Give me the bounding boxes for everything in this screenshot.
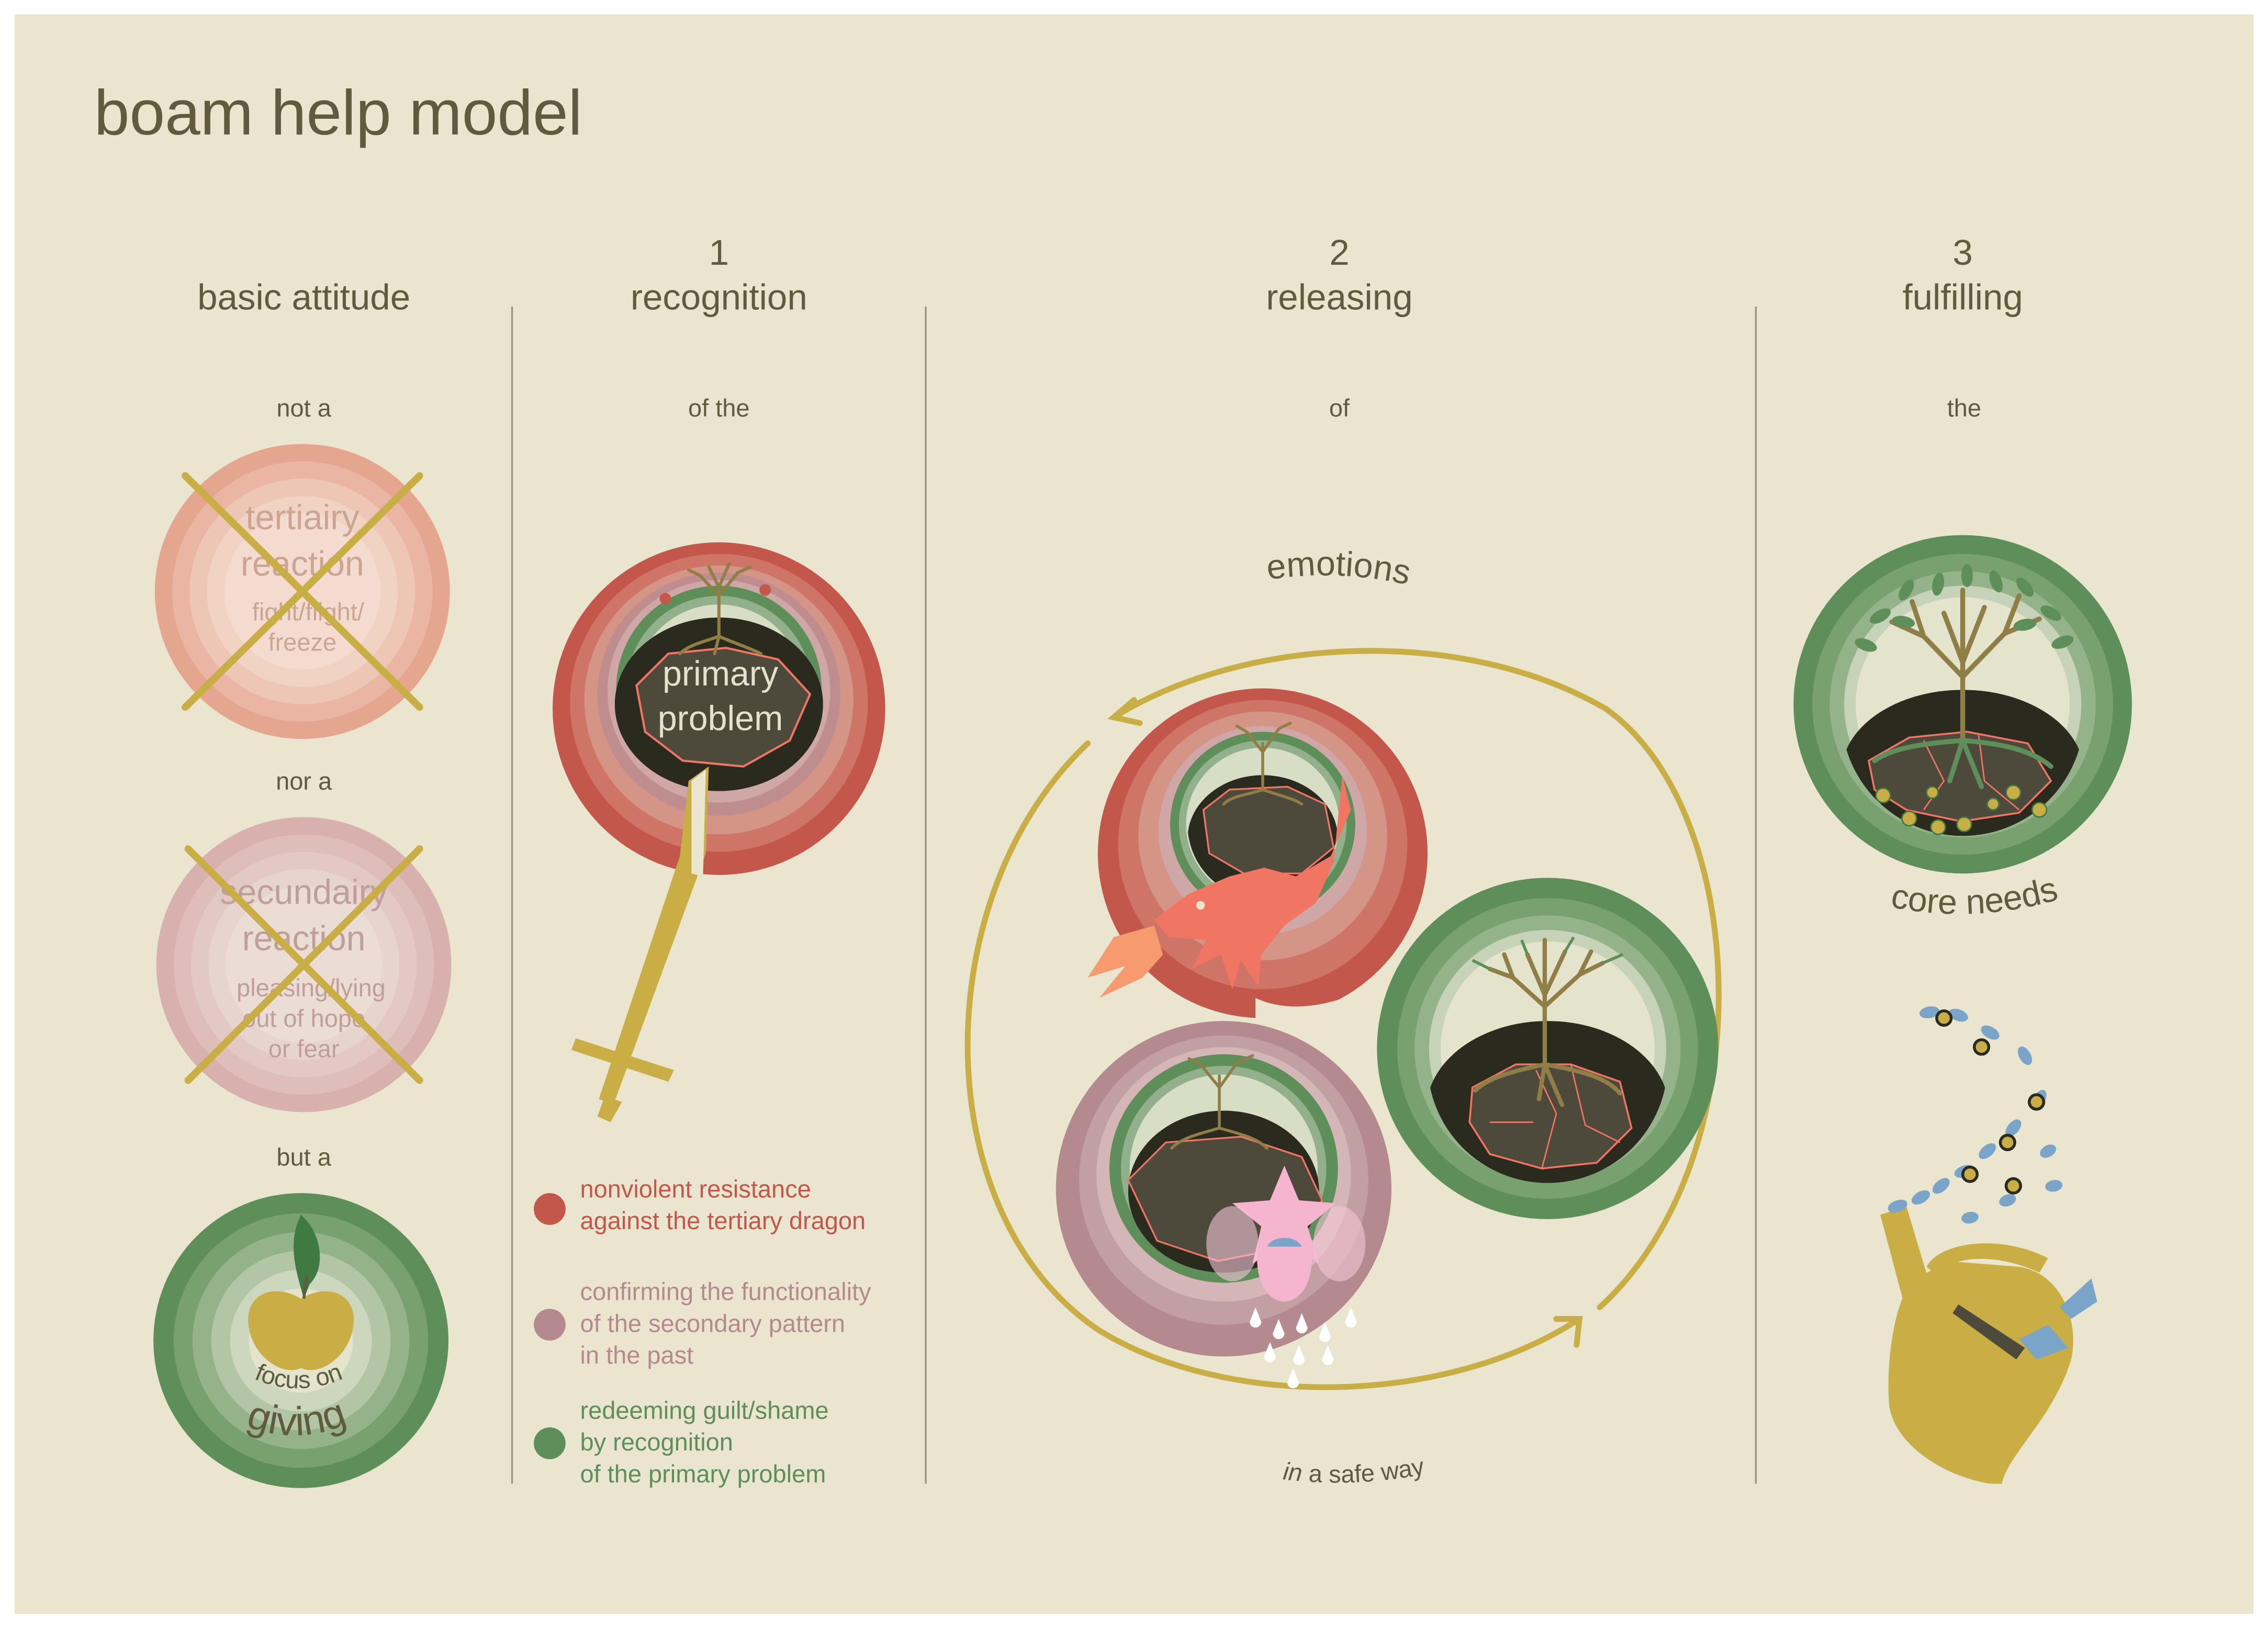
cross-icon (184, 845, 423, 1084)
diagram-title: boam help model (94, 77, 582, 148)
legend-line: against the tertiary dragon (580, 1207, 866, 1234)
secondary-label-5: or fear (268, 1034, 340, 1062)
seed-dots (1935, 1009, 2046, 1195)
cycle-arrow-icon (964, 648, 1722, 1390)
primary-problem-pot: primary problem (552, 542, 885, 1122)
recognition-heading: recognition (631, 276, 807, 317)
primary-problem-rock (635, 647, 812, 768)
legend-item: confirming the functionality of the seco… (534, 1278, 871, 1369)
blossom-dot (659, 593, 671, 605)
watering-can-icon (1880, 1206, 2097, 1484)
tree-icon (1473, 938, 1622, 1107)
fairy-icon (1206, 1165, 1366, 1389)
secondary-label-3: pleasing/lying (237, 974, 386, 1002)
tertiary-reaction-circle: tertiairy reaction fight/flight/ freeze (154, 444, 450, 739)
releasing-sub: of (1329, 394, 1350, 422)
nutrient-dots (1875, 784, 2048, 836)
secondary-reaction-circle: secundairy reaction pleasing/lying out o… (156, 817, 452, 1112)
basic-heading: basic attitude (197, 276, 410, 317)
legend-item: redeeming guilt/shame by recognition of … (534, 1396, 829, 1488)
legend-line: in the past (580, 1341, 693, 1369)
giving-circle: focus on giving (153, 1193, 448, 1488)
blossom-dot (759, 584, 771, 596)
column-headings: basic attitude 1 recognition 2 releasing… (197, 232, 2023, 318)
tree-icon (678, 562, 762, 656)
primary-problem-label-1: primary (663, 655, 779, 693)
column-subheadings: not a of the of the nor a but a (276, 394, 1981, 1171)
legend-line: by recognition (580, 1428, 733, 1456)
legend-line: confirming the functionality (580, 1278, 871, 1306)
releasing-number: 2 (1329, 232, 1349, 273)
fulfilling-heading: fulfilling (1902, 276, 2023, 317)
apple-icon (248, 1214, 354, 1370)
not-a-label: not a (276, 394, 331, 422)
cross-icon (182, 472, 423, 711)
legend-line: redeeming guilt/shame (580, 1396, 828, 1424)
recognition-sub: of the (688, 394, 750, 422)
legend-line: nonviolent resistance (580, 1175, 811, 1202)
dragon-icon (1087, 775, 1351, 998)
tertiary-label-4: freeze (268, 628, 337, 656)
sword-icon (571, 766, 709, 1122)
nor-a-label: nor a (276, 767, 332, 795)
green-tree-pot (1377, 878, 1719, 1219)
legend-line: of the secondary pattern (580, 1309, 845, 1337)
fulfilling-number: 3 (1952, 232, 1972, 273)
legend-item: nonviolent resistance against the tertia… (534, 1175, 866, 1234)
legend-dot (534, 1193, 566, 1225)
core-needs-pot (1793, 535, 2132, 874)
legend: nonviolent resistance against the tertia… (534, 1175, 871, 1488)
column-dividers (511, 306, 1757, 1484)
legend-dot (534, 1427, 566, 1459)
fairy-pot (1056, 1021, 1391, 1389)
fulfilling-sub: the (1947, 394, 1981, 422)
dragon-pot (1087, 688, 1432, 1041)
tertiary-label-1: tertiairy (245, 499, 360, 537)
but-a-label: but a (276, 1143, 331, 1171)
legend-dot (534, 1309, 566, 1341)
recognition-number: 1 (709, 232, 729, 273)
legend-line: of the primary problem (580, 1460, 826, 1488)
primary-problem-label-2: problem (658, 700, 783, 738)
releasing-heading: releasing (1266, 276, 1412, 317)
leaf-cluster (1855, 564, 2074, 652)
